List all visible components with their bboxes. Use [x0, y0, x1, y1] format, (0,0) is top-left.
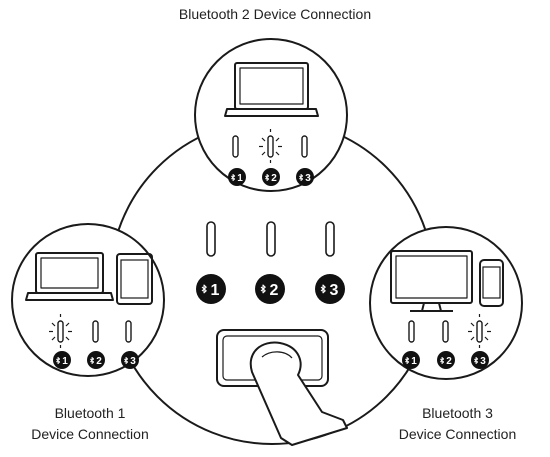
caption-bluetooth-3-line1: Bluetooth 3: [422, 405, 493, 421]
led-2: [442, 320, 449, 343]
led-1: [232, 135, 239, 158]
blink-rays-icon: [49, 314, 72, 348]
bluetooth-3-button-1[interactable]: 1: [402, 351, 420, 369]
main-led-1: [206, 221, 216, 257]
finger-icon: [249, 341, 348, 446]
led-2: [92, 320, 99, 343]
led-3-active: [476, 320, 483, 343]
tablet-icon: [116, 253, 153, 305]
led-3: [301, 135, 308, 158]
laptop-icon: [224, 62, 319, 117]
bluetooth-1-button-1[interactable]: 1: [53, 351, 71, 369]
led-1-active: [57, 320, 64, 343]
caption-bluetooth-2: Bluetooth 2 Device Connection: [178, 6, 372, 22]
bluetooth-1-button-1-label: 1: [62, 356, 68, 367]
led-3: [125, 320, 132, 343]
caption-bluetooth-3-line2: Device Connection: [398, 426, 517, 442]
bluetooth-3-button-1-label: 1: [411, 356, 417, 367]
main-channel-button-3[interactable]: 3: [315, 274, 345, 304]
main-led-2: [266, 221, 276, 257]
main-channel-button-2-label: 2: [270, 282, 279, 299]
main-channel-button-1-label: 1: [211, 282, 220, 299]
main-channel-button-2[interactable]: 2: [255, 274, 285, 304]
caption-bluetooth-3: Bluetooth 3 Device Connection: [375, 403, 540, 445]
laptop-icon: [25, 252, 114, 301]
caption-bluetooth-1-line1: Bluetooth 1: [54, 405, 126, 421]
bluetooth-2-button-2[interactable]: 2: [262, 168, 280, 186]
bluetooth-3-button-2-label: 2: [446, 356, 452, 367]
bluetooth-3-led-indicators: [408, 320, 483, 343]
bluetooth-1-button-2-label: 2: [96, 356, 102, 367]
main-channel-button-1[interactable]: 1: [196, 274, 226, 304]
bluetooth-2-button-1-label: 1: [237, 173, 243, 184]
main-led-3: [325, 221, 335, 257]
bluetooth-2-button-2-label: 2: [271, 173, 277, 184]
monitor-icon: [390, 250, 473, 312]
bluetooth-2-button-1[interactable]: 1: [228, 168, 246, 186]
bluetooth-3-button-3[interactable]: 3: [471, 351, 489, 369]
blink-rays-icon: [259, 129, 282, 163]
bluetooth-3-button-2[interactable]: 2: [437, 351, 455, 369]
bluetooth-2-button-3[interactable]: 3: [296, 168, 314, 186]
caption-bluetooth-1: Bluetooth 1 Device Connection: [10, 403, 170, 445]
bluetooth-3-button-3-label: 3: [480, 356, 486, 367]
bluetooth-1-button-3-label: 3: [130, 356, 136, 367]
bluetooth-1-button-2[interactable]: 2: [87, 351, 105, 369]
bluetooth-2-button-3-label: 3: [305, 173, 311, 184]
main-led-indicators: [206, 221, 335, 257]
caption-bluetooth-1-line2: Device Connection: [31, 426, 149, 442]
led-1: [408, 320, 415, 343]
bluetooth-1-led-indicators: [57, 320, 132, 343]
main-channel-button-3-label: 3: [330, 282, 339, 299]
bluetooth-1-button-3[interactable]: 3: [121, 351, 139, 369]
bluetooth-2-led-indicators: [232, 135, 308, 158]
blink-rays-icon: [468, 314, 491, 348]
phone-icon: [479, 259, 504, 307]
led-2-active: [267, 135, 274, 158]
